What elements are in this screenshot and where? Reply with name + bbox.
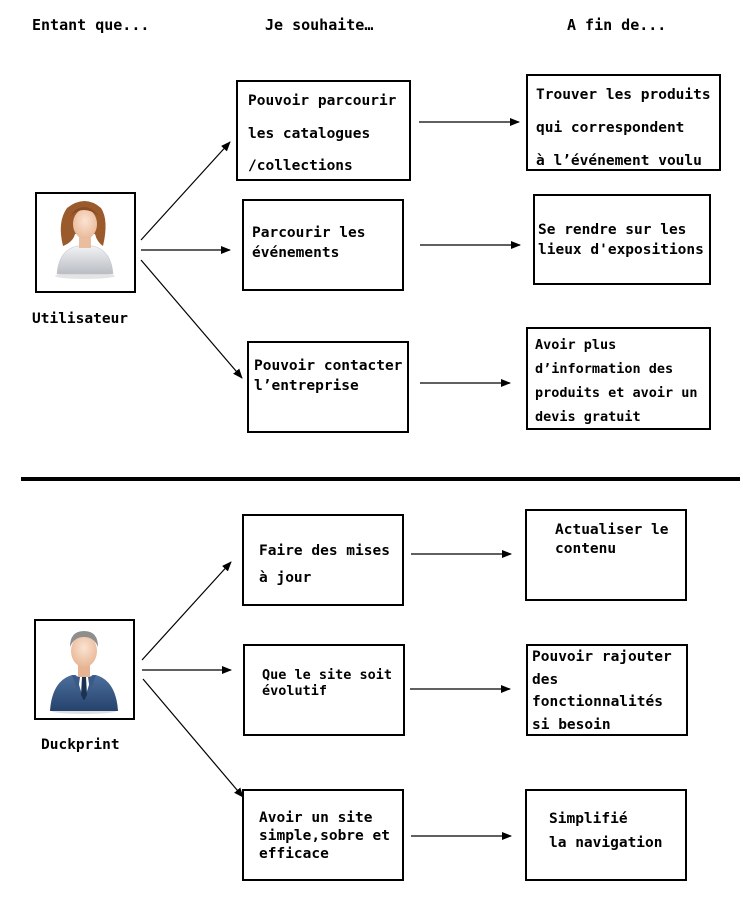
goal-text-line: produits et avoir un bbox=[535, 385, 698, 401]
actor-company-label: Duckprint bbox=[41, 737, 120, 753]
header-je-souhaite: Je souhaite… bbox=[265, 16, 374, 34]
goal-text-line: fonctionnalités bbox=[532, 694, 663, 710]
goal-text-line: devis gratuit bbox=[535, 409, 641, 425]
goal-text-line: Trouver les produits bbox=[536, 87, 711, 103]
goal-text-line: lieux d'expositions bbox=[538, 242, 704, 258]
wish-text-line: les catalogues bbox=[248, 125, 371, 142]
wish-text-line: simple,sobre et bbox=[259, 828, 390, 844]
woman-user-icon bbox=[55, 201, 115, 279]
wish-text-line: Parcourir les bbox=[252, 225, 366, 241]
wish-text-line: Pouvoir contacter bbox=[254, 358, 403, 374]
goal-text-line: d’information des bbox=[535, 361, 674, 377]
wish-box-simple-site: Avoir un site simple,sobre et efficace bbox=[242, 789, 404, 881]
header-a-fin-de: A fin de... bbox=[567, 16, 667, 34]
goal-box-find-products: Trouver les produits qui correspondent à… bbox=[526, 74, 721, 171]
wish-text-line: efficace bbox=[259, 846, 329, 862]
wish-text-line: événements bbox=[252, 245, 340, 261]
wish-text-line: à jour bbox=[259, 570, 312, 586]
arrow-company-to-wish-4 bbox=[141, 561, 232, 661]
actor-user-label: Utilisateur bbox=[32, 311, 129, 327]
wish-text-line: l’entreprise bbox=[254, 378, 359, 394]
wish-text-line: Que le site soit bbox=[262, 667, 393, 683]
goal-text-line: si besoin bbox=[532, 716, 611, 733]
goal-text-line: Actualiser le bbox=[555, 522, 669, 538]
wish-text-line: Pouvoir parcourir bbox=[248, 93, 397, 109]
goal-text-line: à l’événement voulu bbox=[536, 153, 702, 169]
goal-text-line: qui correspondent bbox=[536, 120, 685, 136]
wish-box-contact-company: Pouvoir contacter l’entreprise bbox=[247, 341, 409, 433]
wish-text-line: évolutif bbox=[262, 683, 328, 699]
goal-box-update-content: Actualiser le contenu bbox=[525, 509, 687, 601]
goal-text-line: contenu bbox=[555, 541, 617, 557]
goal-text-line: la navigation bbox=[549, 835, 663, 851]
goal-box-go-to-exhibitions: Se rendre sur les lieux d'expositions bbox=[533, 194, 711, 285]
wish-text-line: /collections bbox=[248, 158, 353, 174]
goal-box-simplify-navigation: Simplifié la navigation bbox=[525, 789, 687, 881]
section-divider bbox=[21, 477, 740, 481]
arrow-user-to-wish-3 bbox=[140, 259, 243, 379]
actor-company-frame bbox=[34, 619, 135, 720]
goal-box-more-info-quote: Avoir plus d’information des produits et… bbox=[526, 327, 711, 430]
goal-box-add-features: Pouvoir rajouter des fonctionnalités si … bbox=[526, 644, 688, 736]
wish-text-line: Avoir un site bbox=[259, 810, 373, 826]
arrow-company-to-wish-6 bbox=[142, 678, 244, 798]
goal-text-line: Se rendre sur les bbox=[538, 222, 687, 238]
wish-text-line: Faire des mises bbox=[259, 543, 390, 559]
wish-box-browse-catalogues: Pouvoir parcourir les catalogues /collec… bbox=[236, 80, 411, 181]
wish-box-browse-events: Parcourir les événements bbox=[242, 199, 404, 291]
header-entant-que: Entant que... bbox=[32, 16, 150, 34]
goal-text-line: Avoir plus bbox=[535, 337, 617, 353]
actor-user-frame bbox=[35, 192, 136, 293]
arrow-user-to-wish-1 bbox=[140, 141, 231, 241]
wish-box-scalable-site: Que le site soit évolutif bbox=[243, 644, 405, 736]
goal-text-line: Pouvoir rajouter bbox=[532, 649, 672, 665]
businessman-icon bbox=[50, 631, 118, 714]
wish-box-updates: Faire des mises à jour bbox=[242, 514, 404, 606]
goal-text-line: Simplifié bbox=[549, 811, 628, 827]
goal-text-line: des bbox=[532, 671, 559, 688]
